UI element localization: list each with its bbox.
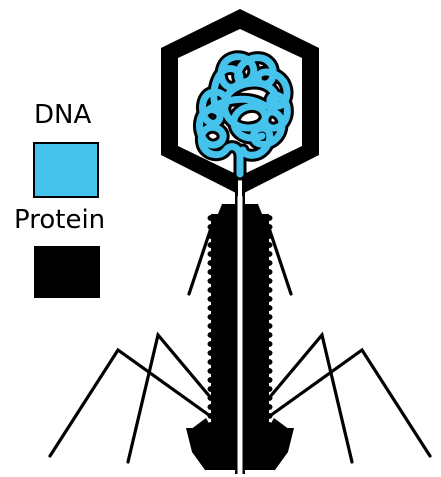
tail-fiber-left-short (189, 228, 211, 294)
sheath-ridge (266, 368, 273, 374)
sheath-ridge (266, 323, 273, 329)
sheath-ridge (208, 269, 215, 275)
sheath-ridge (208, 278, 215, 284)
sheath-ridge (208, 368, 215, 374)
sheath-ridge (266, 359, 273, 365)
sheath-ridge (208, 332, 215, 338)
sheath-ridge (266, 332, 273, 338)
sheath-ridge (208, 287, 215, 293)
sheath-ridge (266, 296, 273, 302)
sheath-ridge (208, 305, 215, 311)
sheath-ridge (208, 260, 215, 266)
sheath-ridge (208, 404, 215, 410)
sheath-ridge (208, 251, 215, 257)
sheath-ridge (208, 296, 215, 302)
sheath-ridge (266, 215, 273, 221)
sheath-ridge (266, 377, 273, 383)
tail-fiber-right-short (269, 228, 291, 294)
sheath-ridge (208, 350, 215, 356)
sheath-ridge (266, 314, 273, 320)
sheath-ridge (266, 287, 273, 293)
sheath-ridge (266, 269, 273, 275)
sheath-ridge (266, 251, 273, 257)
sheath-ridge (266, 350, 273, 356)
tail-fiber-right-outer (267, 350, 430, 456)
sheath-ridge (266, 260, 273, 266)
sheath-ridge (266, 242, 273, 248)
sheath-ridge (208, 323, 215, 329)
sheath-ridge (208, 215, 215, 221)
sheath-ridge (208, 359, 215, 365)
tail-fiber-left-outer (50, 350, 213, 456)
sheath-ridge (208, 341, 215, 347)
sheath-ridge (266, 278, 273, 284)
sheath-ridge (266, 305, 273, 311)
sheath-ridge (266, 341, 273, 347)
sheath-ridge (208, 377, 215, 383)
sheath-ridge (266, 386, 273, 392)
sheath-ridge (208, 386, 215, 392)
sheath-ridge (208, 242, 215, 248)
sheath-ridge (266, 404, 273, 410)
sheath-ridge (208, 314, 215, 320)
